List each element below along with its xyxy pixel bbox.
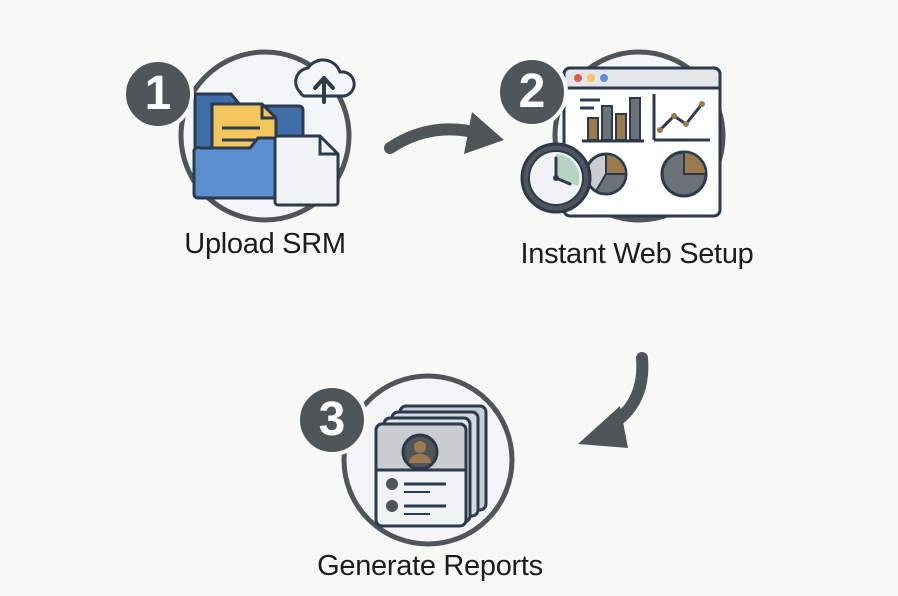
step-generate-reports: 3 Generate Reports — [296, 372, 544, 596]
profile-reports-icon — [341, 373, 515, 547]
step-number-badge: 3 — [296, 384, 368, 456]
step-label: Generate Reports — [317, 550, 543, 582]
step-label: Upload SRM — [184, 228, 346, 260]
step-upload-srm: 1 Upload SRM — [122, 44, 370, 274]
step-instant-web-setup: 2 Instant Web Setup — [496, 44, 754, 274]
dashboard-clock-icon — [520, 49, 726, 223]
arrow-right-icon — [384, 112, 504, 154]
step-number-badge: 2 — [496, 56, 568, 128]
step-number-badge: 1 — [122, 58, 194, 130]
arrow-down-left-icon — [578, 352, 649, 448]
step-label: Instant Web Setup — [520, 238, 754, 270]
folder-upload-icon — [178, 49, 356, 223]
